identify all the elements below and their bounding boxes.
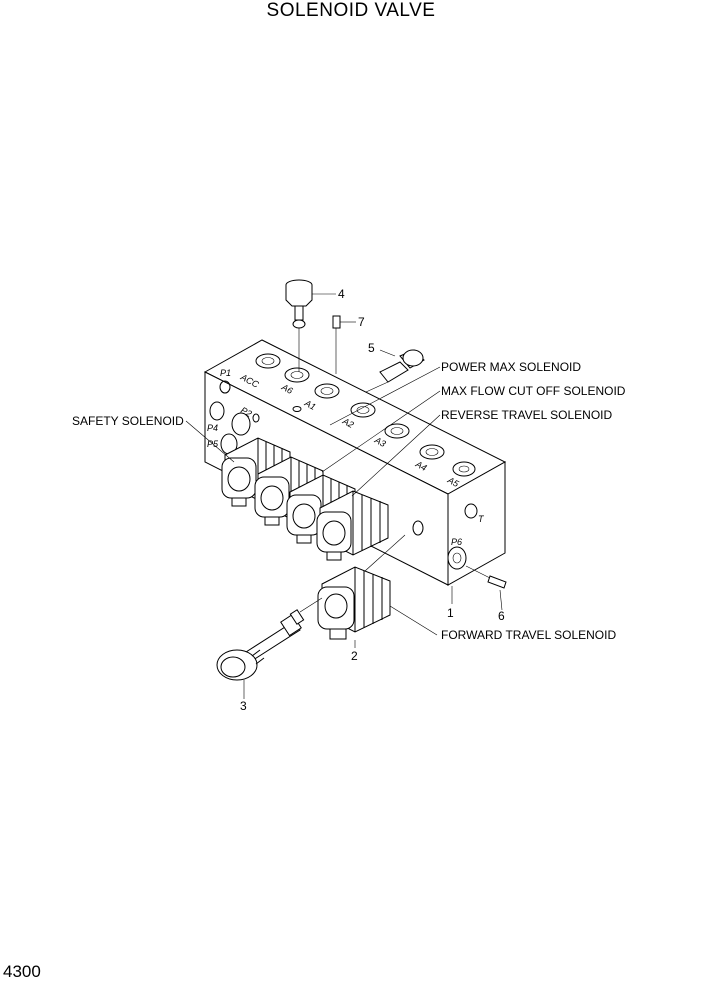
leader-lines (185, 293, 503, 699)
set-screw-part-7 (332, 315, 341, 374)
port-label-t: T (478, 514, 485, 524)
callout-5: 5 (368, 341, 375, 355)
callout-6: 6 (498, 609, 505, 623)
port-label-a3: A3 (372, 434, 387, 448)
callout-4: 4 (338, 287, 345, 301)
page-number: 4300 (3, 962, 41, 981)
callout-7: 7 (358, 315, 365, 329)
plug-part-4 (285, 279, 313, 372)
port-label-a4: A4 (413, 458, 428, 472)
port-label-a1: A1 (302, 397, 317, 411)
port-label-p1: P1 (220, 368, 231, 378)
fitting-part-5 (365, 349, 425, 393)
label-forward-travel-solenoid: FORWARD TRAVEL SOLENOID (441, 628, 616, 642)
page-title: SOLENOID VALVE (266, 0, 436, 21)
label-power-max-solenoid: POWER MAX SOLENOID (441, 360, 581, 374)
callout-3: 3 (240, 699, 247, 713)
solenoid-coil-4 (316, 490, 389, 561)
forward-travel-coil (317, 534, 406, 640)
port-label-p6: P6 (451, 537, 462, 547)
label-reverse-travel-solenoid: REVERSE TRAVEL SOLENOID (441, 408, 612, 422)
port-label-a2: A2 (340, 415, 355, 429)
port-label-p4: P4 (207, 423, 218, 433)
port-label-a6: A6 (279, 381, 294, 395)
label-max-flow-cut-off-solenoid: MAX FLOW CUT OFF SOLENOID (441, 384, 626, 398)
plug-part-6 (465, 565, 507, 589)
mounted-solenoids (221, 437, 389, 561)
callout-1: 1 (447, 606, 454, 620)
cartridge-valve (216, 597, 323, 681)
callout-2: 2 (351, 649, 358, 663)
port-label-p2: P2 (239, 405, 253, 419)
label-safety-solenoid: SAFETY SOLENOID (72, 414, 184, 428)
